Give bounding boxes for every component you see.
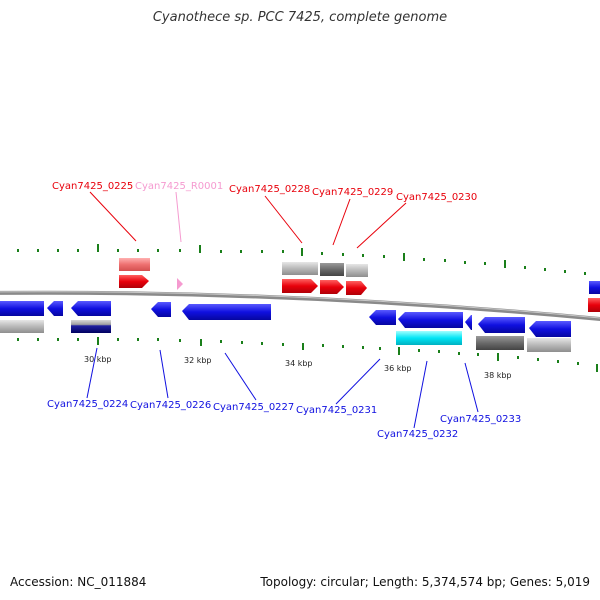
gene-arrow-0229[interactable] <box>320 280 344 294</box>
gene-arrow-0223[interactable] <box>0 301 44 316</box>
gene-label-0229[interactable]: Cyan7425_0229 <box>312 187 393 198</box>
leader-line-0224 <box>86 347 98 399</box>
accession-text: Accession: NC_011884 <box>10 575 147 589</box>
leader-line-0227 <box>224 352 257 401</box>
gene-label-0226[interactable]: Cyan7425_0226 <box>130 400 211 411</box>
gene-label-0227[interactable]: Cyan7425_0227 <box>213 402 294 413</box>
gene-label-0231[interactable]: Cyan7425_0231 <box>296 405 377 416</box>
feature-block-offscreen[interactable] <box>589 281 600 294</box>
inner-tick-row <box>17 337 598 372</box>
gene-label-0233[interactable]: Cyan7425_0233 <box>440 414 521 425</box>
gene-arrow-R0001[interactable] <box>177 278 183 290</box>
leader-line-0226 <box>159 349 169 399</box>
feature-block-0233[interactable] <box>476 336 524 350</box>
gene-arrow-0234[interactable] <box>529 321 571 337</box>
gene-arrow-0230[interactable] <box>346 281 367 295</box>
genome-summary-text: Topology: circular; Length: 5,374,574 bp… <box>260 575 590 589</box>
leader-line-0230 <box>356 202 407 249</box>
feature-block-0225[interactable] <box>119 258 150 271</box>
feature-block-0230[interactable] <box>346 264 368 277</box>
map-title: Cyanothece sp. PCC 7425, complete genome <box>152 10 448 25</box>
leader-line-0233 <box>464 362 479 413</box>
gene-arrow-0225[interactable] <box>119 275 149 288</box>
genome-backbone <box>0 290 600 322</box>
leader-line-0229 <box>332 198 351 246</box>
leader-line-0231 <box>335 358 381 405</box>
gene-arrow-0232b[interactable] <box>465 315 472 330</box>
scale-label-30kbp: 30 kbp <box>84 355 112 364</box>
feature-block-0234[interactable] <box>527 338 571 352</box>
gene-arrow-0228[interactable] <box>282 279 318 293</box>
gene-arrow-0233[interactable] <box>478 317 525 333</box>
leader-line-R0001 <box>175 191 182 243</box>
scale-label-38kbp: 38 kbp <box>484 371 512 380</box>
gene-arrow-0231[interactable] <box>369 310 396 325</box>
feature-block-0232[interactable] <box>396 331 462 345</box>
gene-label-0224[interactable]: Cyan7425_0224 <box>47 399 128 410</box>
genome-backbone-highlight <box>0 291 600 319</box>
feature-block-0223[interactable] <box>0 320 44 333</box>
scale-label-32kbp: 32 kbp <box>184 356 212 365</box>
gene-label-0225[interactable]: Cyan7425_0225 <box>52 181 133 192</box>
leader-line-0232 <box>413 360 428 429</box>
gene-arrow-0224[interactable] <box>71 301 111 316</box>
gene-label-0228[interactable]: Cyan7425_0228 <box>229 184 310 195</box>
gene-label-0230[interactable]: Cyan7425_0230 <box>396 192 477 203</box>
feature-block-0228[interactable] <box>282 262 318 275</box>
gene-arrow-0227[interactable] <box>182 304 271 320</box>
gene-label-0232[interactable]: Cyan7425_0232 <box>377 429 458 440</box>
feature-block-0224[interactable] <box>71 320 111 333</box>
gene-arrow-0232[interactable] <box>398 312 463 328</box>
scale-label-34kbp: 34 kbp <box>285 359 313 368</box>
feature-block-0229[interactable] <box>320 263 344 276</box>
scale-label-36kbp: 36 kbp <box>384 364 412 373</box>
gene-arrow-0224-small[interactable] <box>47 301 63 316</box>
outer-tick-row <box>17 244 586 275</box>
gene-label-R0001[interactable]: Cyan7425_R0001 <box>135 181 223 192</box>
gene-arrow-0226[interactable] <box>151 302 171 317</box>
leader-line-0225 <box>89 191 137 242</box>
leader-line-0228 <box>264 195 303 244</box>
gene-arrow-offscreen-forward[interactable] <box>588 298 600 312</box>
